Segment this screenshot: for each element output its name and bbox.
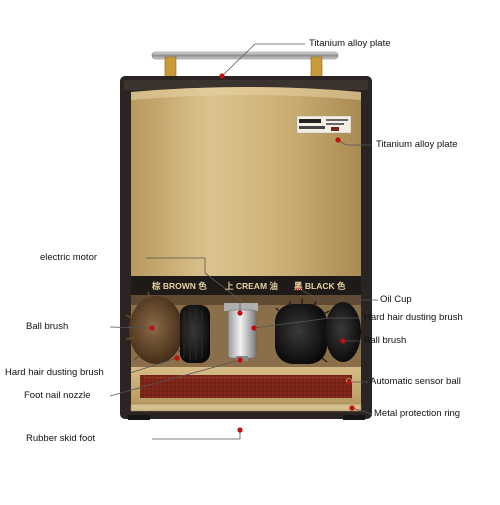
dot-sensor [346,379,352,385]
dot-ball-brush-left [149,325,155,331]
ball-brush-right [325,302,361,362]
skid-foot-left [128,415,150,420]
ball-brush-left [125,291,188,364]
leader-front-plate [337,139,372,146]
panel-black-label: 黑 BLACK 色 [294,281,346,291]
dot-oil-cup [295,285,301,291]
leader-hard-brush-right [253,317,362,329]
dot-hard-brush-right [251,325,257,331]
dot-ball-brush-right [340,338,346,344]
dot-nozzle [237,357,243,363]
dot-skid-foot [237,427,243,433]
label-oil-cup: Oil Cup [380,294,412,305]
label-motor: electric motor [40,252,98,263]
leader-motor [146,257,241,313]
leader-skid-foot [152,430,241,440]
leader-oil-cup [297,287,378,301]
panel-cream-label: 上 CREAM 油 [225,281,278,291]
leader-nozzle [109,359,241,397]
control-strip [131,276,361,295]
metal-ring [130,403,362,412]
dot-front-plate [335,137,341,143]
dot-ring [349,405,355,411]
front-plate [131,87,361,276]
top-cap [124,80,368,90]
foot-mat [140,375,352,398]
dot-handle-plate [219,73,225,79]
label-handle-plate: Titanium alloy plate [309,38,391,49]
brand-plate [296,115,352,134]
handle [151,51,339,80]
handle-bracket-left [164,56,177,80]
leader-ball-brush-left [109,326,153,329]
label-front-plate: Titanium alloy plate [376,139,458,150]
panel-brown-label: 棕 BROWN 色 [152,281,207,291]
label-skid-foot: Rubber skid foot [26,433,96,444]
hard-brush-right [275,299,332,364]
label-nozzle: Foot nail nozzle [24,390,91,401]
label-hard-brush-right: Hard hair dusting brush [364,312,463,323]
leader-hard-brush-left [129,357,178,374]
leader-lines [109,43,378,440]
label-ball-brush-left: Ball brush [26,321,69,332]
label-ball-brush-right: Ball brush [364,335,407,346]
dot-hard-brush-left [174,355,180,361]
handle-bar [151,51,339,60]
leader-handle-plate [221,43,305,77]
leader-ring [351,407,373,415]
handle-bracket-right [310,56,323,80]
dot-motor [237,310,243,316]
skid-foot-right [343,415,365,420]
machine-body [120,76,372,420]
label-sensor: Automatic sensor ball [370,376,461,387]
label-ring: Metal protection ring [374,408,461,419]
hard-brush-left [180,305,210,363]
label-hard-brush-left: Hard hair dusting brush [5,367,104,378]
pointer-dots [149,73,355,433]
